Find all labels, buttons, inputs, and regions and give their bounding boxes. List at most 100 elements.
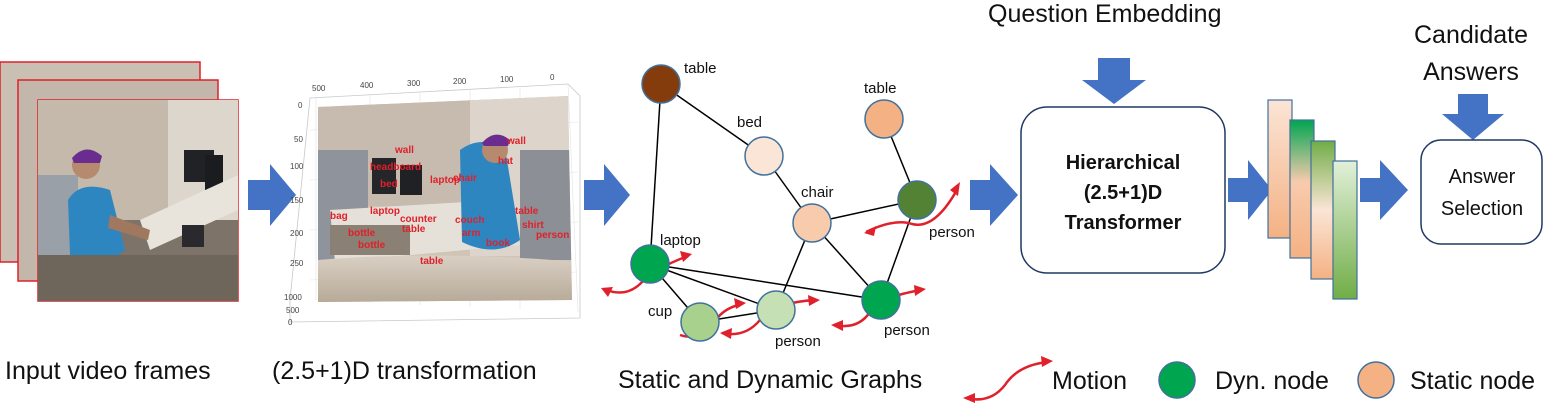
input-video-frames: [0, 61, 239, 302]
legend-motion-label: Motion: [1052, 367, 1127, 395]
object-label: bag: [330, 211, 348, 222]
feature-bar-4: [1332, 160, 1358, 300]
flow-arrow-2: [584, 164, 630, 226]
motion-arrow-head: [831, 320, 843, 331]
node-table-2: [864, 99, 904, 139]
node-label-person-right: person: [929, 224, 975, 241]
node-label-bed: bed: [737, 114, 762, 131]
motion-arrow-head: [720, 328, 732, 339]
object-label: arm: [462, 228, 480, 239]
tick-depth-500: 500: [286, 306, 300, 315]
object-label: person: [536, 230, 569, 241]
feature-bar-1: [1267, 99, 1293, 239]
caption-question-embedding: Question Embedding: [988, 0, 1221, 28]
node-table-1: [641, 64, 681, 104]
object-label: bed: [380, 179, 398, 190]
node-label-laptop: laptop: [660, 232, 701, 249]
transformer-line-1: Hierarchical: [1066, 152, 1181, 174]
caption-input-video-frames: Input video frames: [5, 357, 211, 385]
graph-nodes: [630, 64, 937, 342]
tick-left-150: 150: [290, 196, 304, 205]
object-labels: wall wall headboard hat bed laptop bag b…: [330, 136, 569, 267]
legend-static-label: Static node: [1410, 367, 1535, 395]
tick-top-400: 400: [360, 81, 374, 90]
node-person-bottom: [756, 290, 796, 330]
tick-top-200: 200: [453, 77, 467, 86]
object-label: couch: [455, 215, 484, 226]
tick-depth-0: 0: [288, 318, 293, 327]
flow-arrow-1: [248, 164, 296, 226]
tick-left-0: 0: [298, 101, 303, 110]
object-label: bottle: [358, 240, 386, 251]
object-label: table: [402, 224, 426, 235]
transformer-line-2: (2.5+1)D: [1084, 182, 1162, 204]
answer-line-2: Selection: [1441, 198, 1523, 220]
flow-arrow-5: [1360, 160, 1408, 220]
motion-arrow-person-right: [865, 187, 960, 234]
node-person-lower-right: [861, 280, 901, 320]
legend-static-node: [1357, 361, 1395, 399]
flow-arrow-3: [970, 164, 1018, 226]
motion-arrow-head: [680, 251, 692, 262]
node-bed: [744, 136, 784, 176]
tick-left-100: 100: [290, 162, 304, 171]
caption-candidate-line-1: Candidate: [1414, 21, 1528, 49]
candidate-arrow: [1442, 94, 1504, 140]
flow-arrow-4: [1228, 160, 1272, 220]
answer-selection-box: Answer Selection: [1420, 139, 1543, 245]
object-label: counter: [400, 214, 437, 225]
motion-arrow-head: [601, 287, 613, 297]
object-label: laptop: [430, 175, 460, 186]
caption-static-dynamic-graphs: Static and Dynamic Graphs: [618, 366, 922, 394]
node-cup: [680, 302, 720, 342]
motion-arrow-head: [808, 295, 820, 306]
tick-top-300: 300: [407, 79, 421, 88]
object-label: shirt: [522, 220, 544, 231]
object-label: wall: [506, 136, 526, 147]
node-label-table-2: table: [864, 80, 897, 97]
object-label: laptop: [370, 206, 400, 217]
motion-legend-head: [963, 393, 975, 403]
feature-bar-3: [1310, 140, 1336, 280]
scene-graph: table bed table chair person laptop cup …: [601, 60, 975, 350]
video-frame-front: [37, 99, 239, 302]
feature-stack: [1267, 99, 1358, 300]
graph-node-labels: table bed table chair person laptop cup …: [648, 60, 975, 350]
motion-legend-icon: [965, 360, 1049, 401]
legend: Motion Dyn. node Static node: [963, 356, 1535, 403]
object-label: bottle: [348, 228, 376, 239]
node-label-cup: cup: [648, 303, 672, 320]
node-label-person-lower-right: person: [884, 322, 930, 339]
legend-dynamic-node: [1158, 361, 1196, 399]
object-label: headboard: [370, 162, 421, 173]
object-label: chair: [453, 173, 477, 184]
point-cloud-plot: 500 400 300 200 100 0 0 50 100 150 200 2…: [284, 73, 581, 327]
object-label: table: [515, 206, 539, 217]
axis-tick-labels: 500 400 300 200 100 0 0 50 100 150 200 2…: [284, 73, 555, 327]
caption-candidate-line-2: Answers: [1423, 58, 1519, 86]
object-label: book: [486, 238, 510, 249]
tick-depth-1000: 1000: [284, 293, 302, 302]
legend-dynamic-label: Dyn. node: [1215, 367, 1329, 395]
transformer-line-3: Transformer: [1065, 212, 1182, 234]
motion-arrow-head: [950, 182, 960, 196]
node-chair: [792, 203, 832, 243]
node-laptop: [630, 244, 670, 284]
motion-arrow-head: [734, 298, 746, 309]
motion-arrow-head: [914, 285, 926, 296]
node-label-chair: chair: [801, 184, 834, 201]
motion-legend-head: [1041, 356, 1053, 367]
answer-line-1: Answer: [1449, 166, 1516, 188]
object-label: hat: [498, 156, 514, 167]
point-cloud-image: [318, 96, 572, 302]
node-label-table-1: table: [684, 60, 717, 77]
object-label: table: [420, 256, 444, 267]
transformer-box: Hierarchical (2.5+1)D Transformer: [1020, 106, 1226, 274]
node-label-person-bottom: person: [775, 333, 821, 350]
tick-top-0: 0: [550, 73, 555, 82]
node-person-right: [897, 180, 937, 220]
motion-arrow-head: [864, 226, 876, 236]
tick-top-100: 100: [500, 75, 514, 84]
